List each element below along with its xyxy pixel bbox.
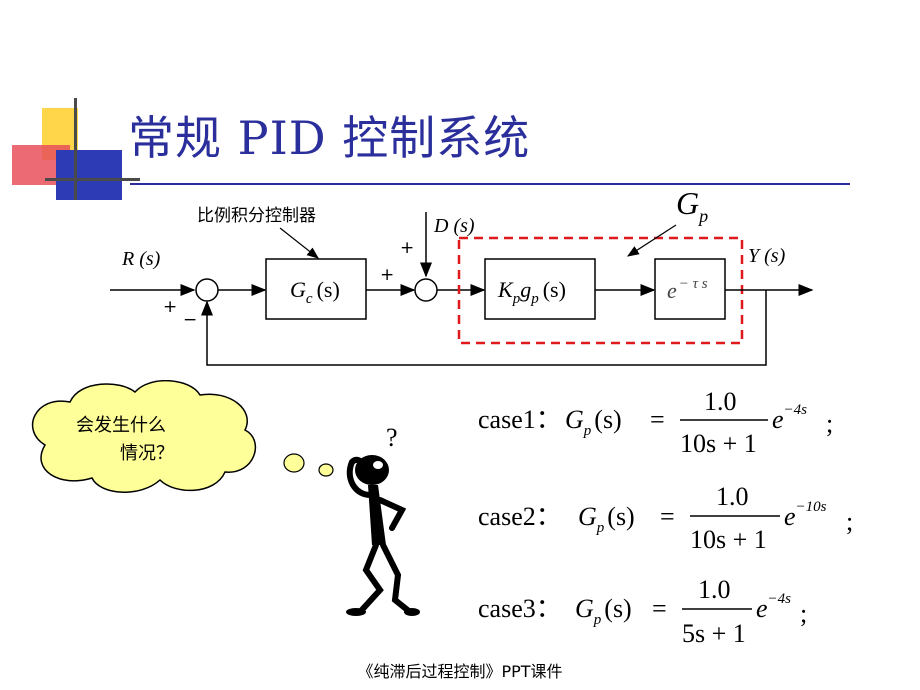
figure-eye bbox=[373, 461, 383, 469]
sum1-plus-sign: + bbox=[163, 297, 177, 317]
controller-label-pointer bbox=[279, 227, 319, 259]
disturbance-label: D (s) bbox=[433, 215, 475, 237]
title-decoration bbox=[12, 98, 140, 200]
deco-blue-square bbox=[56, 150, 122, 200]
case-2-equals: = bbox=[660, 502, 675, 531]
case-3-denominator: 5s + 1 bbox=[682, 619, 746, 648]
case-1-numerator: 1.0 bbox=[704, 387, 737, 416]
case-1-equation: case1： Gp(s) = 1.0 10s + 1 e−4s ; bbox=[478, 387, 833, 458]
summing-junction-2 bbox=[414, 278, 438, 302]
output-label: Y (s) bbox=[748, 245, 786, 267]
sum2-top-plus-sign: + bbox=[400, 238, 414, 258]
title-underline bbox=[130, 183, 850, 185]
plant-group-label: Gp bbox=[676, 185, 708, 226]
summing-junction-1 bbox=[195, 278, 219, 302]
thought-cloud bbox=[31, 380, 256, 493]
feedback-path bbox=[201, 290, 767, 366]
thought-bubble-2-icon bbox=[318, 463, 334, 477]
cloud-text: 会发生什么 情况？ bbox=[76, 412, 174, 468]
case-3-numerator: 1.0 bbox=[698, 575, 731, 604]
delay-block bbox=[654, 258, 726, 320]
case-1-semicolon: ; bbox=[826, 409, 833, 438]
controller-type-label: 比例积分控制器 bbox=[197, 206, 316, 226]
case-1-lhs: Gp(s) bbox=[565, 405, 622, 439]
deco-vertical-line bbox=[74, 98, 77, 200]
case-2-exponential: e−10s bbox=[784, 499, 827, 531]
case-3-semicolon: ; bbox=[800, 599, 807, 628]
question-mark: ? bbox=[386, 423, 398, 452]
plant-group-pointer bbox=[626, 224, 677, 257]
thought-bubble-1-icon bbox=[283, 453, 305, 473]
input-label: R (s) bbox=[121, 248, 161, 270]
footer-caption: 《纯滞后过程控制》PPT课件 bbox=[357, 662, 563, 681]
case-1-exponential: e−4s bbox=[772, 402, 807, 434]
cloud-text-line-2: 情况？ bbox=[120, 443, 174, 464]
case-1-label: case1： bbox=[478, 405, 562, 434]
controller-block bbox=[265, 258, 367, 320]
plant-block bbox=[484, 258, 596, 320]
deco-horizontal-line bbox=[45, 178, 140, 181]
controller-block-text: Gc(s) bbox=[290, 277, 340, 307]
case-2-equation: case2： Gp(s) = 1.0 10s + 1 e−10s ; bbox=[478, 482, 853, 554]
pid-block-diagram: 比例积分控制器 R (s) + − Gc(s) + D (s) + Gp Kpg… bbox=[110, 185, 814, 366]
cloud-shape bbox=[31, 380, 256, 493]
case-1-denominator: 10s + 1 bbox=[680, 429, 757, 458]
figure-arm-lower bbox=[377, 497, 407, 531]
sum1-minus-sign: − bbox=[183, 310, 197, 330]
case-3-equation: case3： Gp(s) = 1.0 5s + 1 e−4s ; bbox=[478, 575, 807, 648]
cloud-text-line-1: 会发生什么 bbox=[76, 415, 166, 436]
figure-leg-right bbox=[380, 542, 413, 615]
figure-body bbox=[368, 485, 386, 545]
page-title: 常规 PID 控制系统 bbox=[128, 111, 531, 165]
case-2-label: case2： bbox=[478, 502, 562, 531]
transfer-function-cases: case1： Gp(s) = 1.0 10s + 1 e−4s ; case2：… bbox=[478, 387, 853, 648]
thinking-figure-icon: ? bbox=[346, 423, 420, 616]
delay-block-text: e− τ s bbox=[667, 276, 708, 303]
case-3-lhs: Gp(s) bbox=[575, 594, 632, 628]
figure-arm-raised bbox=[346, 456, 373, 498]
sum2-left-plus-sign: + bbox=[380, 265, 394, 285]
figure-foot-left bbox=[346, 608, 366, 616]
plant-block-text: Kpgp(s) bbox=[497, 277, 566, 307]
thought-bubbles bbox=[283, 453, 334, 477]
case-3-equals: = bbox=[652, 594, 667, 623]
case-2-numerator: 1.0 bbox=[716, 482, 749, 511]
case-2-denominator: 10s + 1 bbox=[690, 525, 767, 554]
figure-leg-left bbox=[357, 542, 384, 615]
figure-foot-right bbox=[404, 608, 420, 616]
case-1-equals: = bbox=[650, 405, 665, 434]
case-2-lhs: Gp(s) bbox=[578, 502, 635, 536]
case-3-exponential: e−4s bbox=[756, 591, 791, 623]
case-2-semicolon: ; bbox=[846, 507, 853, 536]
case-3-label: case3： bbox=[478, 594, 562, 623]
